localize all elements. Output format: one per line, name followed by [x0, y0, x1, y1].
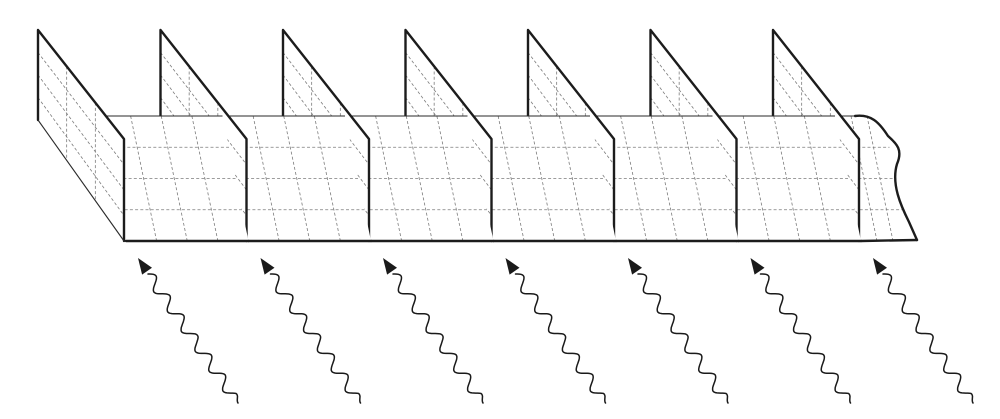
arrow-head [383, 258, 397, 275]
floor-grid-line [436, 115, 464, 242]
arrow-shaft [637, 273, 729, 404]
floor-grid-line [773, 115, 801, 242]
floor-grid-line [252, 115, 280, 242]
floor-grid-line [497, 115, 525, 242]
fin-panel [38, 30, 124, 241]
floor-grid-line [681, 115, 709, 242]
fin-grid-line [650, 52, 737, 165]
floor-grid-line [283, 115, 311, 242]
fin-bottom-edge [37, 119, 125, 242]
fin-outline [649, 28, 738, 243]
floor-grid-line [528, 115, 556, 242]
arrow-shaft [882, 273, 974, 404]
fin-outline [159, 28, 248, 243]
arrow-head [628, 258, 642, 275]
fin-grid-line [160, 52, 247, 165]
floor-grid-line [313, 115, 341, 242]
arrow-shaft [514, 273, 607, 404]
arrow-shaft [392, 273, 484, 404]
fin-grid-line [37, 52, 125, 165]
wavy-arrow-4 [505, 258, 607, 404]
floor-grid-line [650, 115, 678, 242]
wavy-arrow-1 [138, 258, 239, 404]
floor-grid-line [191, 115, 219, 242]
arrow-head [873, 258, 887, 275]
floor-grid-line [620, 115, 648, 242]
fin-grid-line [37, 74, 125, 191]
torn-edge [853, 114, 919, 242]
fin-grid-line [527, 52, 615, 165]
wavy-arrow-3 [383, 258, 484, 404]
arrow-head [138, 258, 152, 275]
fin-grid-line [405, 52, 492, 165]
fin-outline [404, 28, 493, 243]
floor-grid-line [558, 115, 586, 242]
fin-grid-line [282, 52, 370, 165]
fin-outline [771, 28, 861, 243]
module-1 [36, 28, 250, 243]
wavy-arrow-7 [873, 258, 974, 404]
floor-grid-line [803, 115, 831, 242]
arrow-shaft [269, 273, 362, 404]
floor-grid-line [160, 115, 188, 242]
fin-outline [281, 28, 371, 243]
arrow-shaft [759, 273, 852, 404]
panel-row [36, 28, 919, 243]
fin-grid-line [772, 52, 860, 165]
fin-grid-line [37, 97, 125, 216]
floor-front-edge [859, 238, 919, 243]
floor-grid-line [866, 115, 894, 242]
floor-grid-line [375, 115, 403, 242]
wavy-arrow-5 [628, 258, 729, 404]
arrow-head [750, 258, 765, 275]
arrow-row [138, 258, 974, 404]
floor-grid-line [742, 115, 770, 242]
arrow-shaft [147, 273, 239, 404]
wavy-arrow-6 [750, 258, 852, 404]
floor-grid-line [130, 115, 158, 242]
wavy-arrow-2 [260, 258, 362, 404]
fin-outline [36, 28, 126, 243]
floor-grid-line [405, 115, 433, 242]
arrow-head [505, 258, 520, 275]
fin-outline [526, 28, 616, 243]
arrow-head [260, 258, 275, 275]
